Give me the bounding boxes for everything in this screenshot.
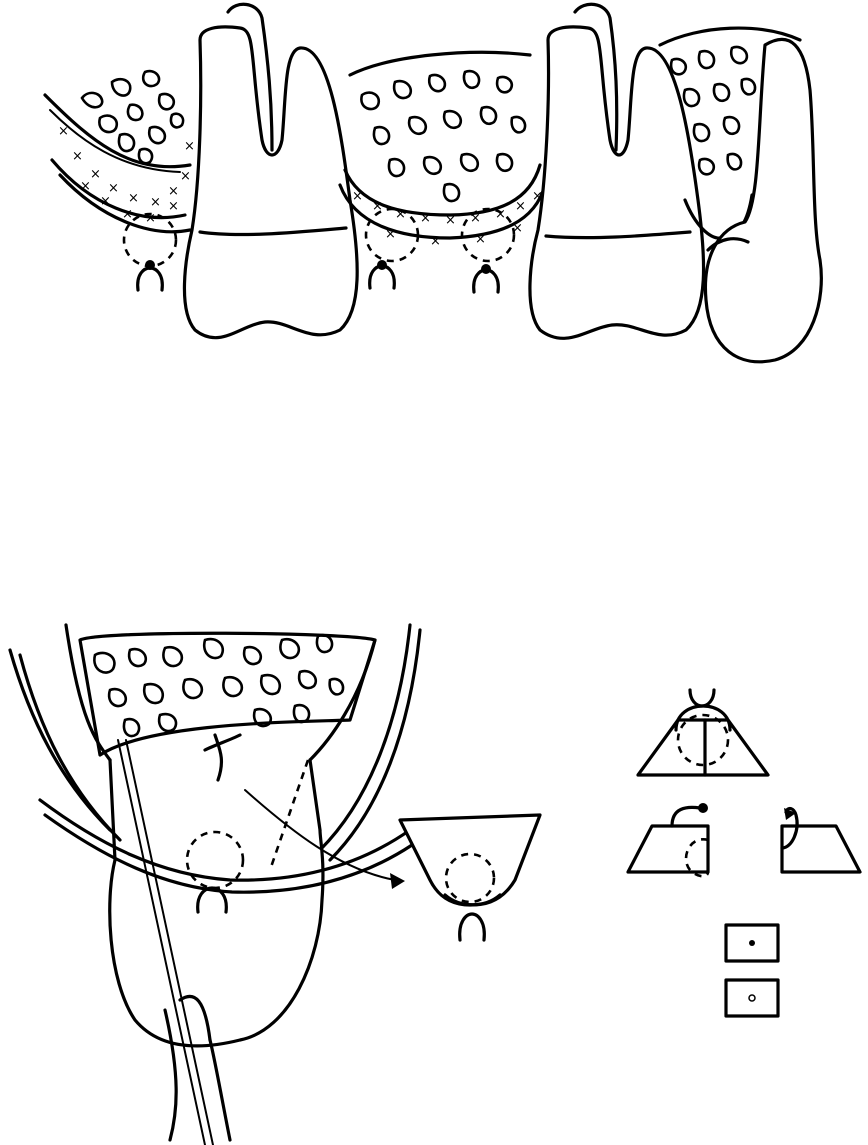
tooth-1: [184, 4, 357, 337]
svg-text:×: ×: [100, 194, 111, 209]
svg-text:×: ×: [180, 169, 191, 184]
svg-text:×: ×: [385, 227, 396, 242]
svg-text:×: ×: [184, 139, 195, 154]
bottom-left-panel: [10, 625, 420, 1145]
suture-knot-middle-right: [481, 264, 491, 274]
left-flap: ×× ×× ×× ×× ×× ×× ××: [45, 71, 195, 290]
svg-text:×: ×: [90, 167, 101, 182]
left-x-marks: ×× ×× ×× ×× ×× ×× ××: [58, 124, 195, 226]
suture-knot-left: [145, 260, 155, 270]
bottom-middle-detail: [400, 815, 540, 940]
svg-text:×: ×: [72, 149, 83, 164]
knot-step-2a: [628, 803, 708, 876]
bottom-right-steps: [628, 690, 860, 1016]
left-bone-cells: [82, 71, 183, 163]
svg-text:×: ×: [430, 234, 441, 249]
middle-bone-cells: [361, 71, 525, 201]
svg-text:×: ×: [395, 207, 406, 222]
svg-text:×: ×: [352, 189, 363, 204]
svg-text:×: ×: [122, 207, 133, 222]
svg-text:×: ×: [475, 232, 486, 247]
svg-text:×: ×: [58, 124, 69, 139]
middle-flap: ×× ×× ×× ×× ×× ×× ×: [340, 52, 545, 292]
svg-text:×: ×: [515, 199, 526, 214]
knot-step-1: [638, 690, 768, 775]
knot-step-2b: [782, 808, 860, 872]
suture-knot-middle-left: [377, 260, 387, 270]
tooth-2: [530, 4, 704, 338]
svg-text:×: ×: [128, 191, 139, 206]
svg-text:×: ×: [80, 179, 91, 194]
svg-text:×: ×: [168, 199, 179, 214]
knot-step-3: [726, 925, 778, 961]
knot-step-4: [726, 980, 778, 1016]
svg-text:×: ×: [420, 211, 431, 226]
lower-bone-cells: [94, 635, 343, 736]
svg-text:×: ×: [168, 184, 179, 199]
svg-text:×: ×: [445, 213, 456, 228]
svg-text:×: ×: [150, 195, 161, 210]
top-panel: ×× ×× ×× ×× ×× ×× ××: [45, 4, 821, 362]
